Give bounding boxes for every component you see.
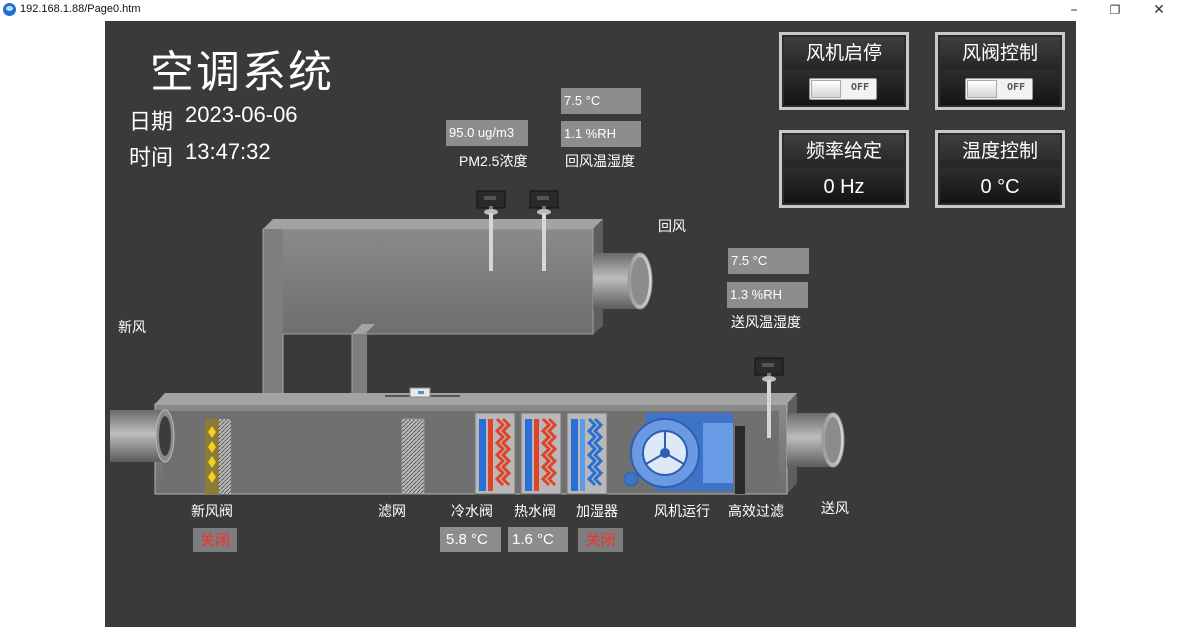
cold-water-coil bbox=[474, 412, 516, 495]
return-air-sensors bbox=[476, 190, 559, 271]
pm25-value: 95.0 ug/m3 bbox=[446, 120, 528, 146]
frequency-value[interactable]: 0 Hz bbox=[784, 169, 904, 203]
time-label: 时间 bbox=[129, 145, 174, 170]
temperature-label: 温度控制 bbox=[940, 135, 1060, 167]
hepa-filter-label: 高效过滤 bbox=[728, 503, 784, 519]
fresh-air-riser bbox=[262, 229, 284, 404]
return-air-temp: 7.5 °C bbox=[561, 88, 641, 114]
fan-switch-label: 风机启停 bbox=[784, 37, 904, 69]
frequency-label: 频率给定 bbox=[784, 135, 904, 167]
return-air-text: 回风 bbox=[658, 218, 686, 234]
filter-screen bbox=[401, 418, 425, 495]
return-air-riser bbox=[351, 324, 375, 404]
return-air-label: 回风温湿度 bbox=[565, 153, 635, 169]
date-value: 2023-06-06 bbox=[185, 102, 298, 127]
minimize-icon[interactable]: – bbox=[1070, 2, 1078, 18]
fresh-damper-status: 关闭 bbox=[193, 528, 237, 552]
humidifier-label: 加湿器 bbox=[576, 503, 618, 519]
time-value: 13:47:32 bbox=[185, 139, 271, 164]
hot-valve-label: 热水阀 bbox=[514, 503, 556, 519]
fan-running-label: 风机运行 bbox=[654, 503, 710, 519]
browser-globe-icon bbox=[3, 3, 16, 16]
hvac-panel: 空调系统 日期 2023-06-06 时间 13:47:32 95.0 ug/m… bbox=[105, 21, 1076, 627]
ahu-diagram bbox=[110, 190, 845, 495]
frequency-panel[interactable]: 频率给定 0 Hz bbox=[779, 130, 909, 208]
supply-air-pipe bbox=[787, 412, 845, 468]
fresh-air-inlet-pipe bbox=[110, 409, 175, 463]
pm25-label: PM2.5浓度 bbox=[459, 153, 528, 169]
damper-switch-label: 风阀控制 bbox=[940, 37, 1060, 69]
restore-icon[interactable]: ❐ bbox=[1109, 3, 1121, 17]
fan-switch-state: OFF bbox=[850, 82, 869, 93]
fan-switch-panel: 风机启停 OFF bbox=[779, 32, 909, 110]
supply-air-label: 送风温湿度 bbox=[731, 314, 801, 330]
temperature-panel[interactable]: 温度控制 0 °C bbox=[935, 130, 1065, 208]
duct-damper-actuator bbox=[385, 387, 460, 398]
fresh-air-damper bbox=[205, 419, 231, 494]
browser-title-bar: 192.168.1.88/Page0.htm – ❐ ✕ bbox=[0, 0, 1181, 21]
supply-air-sensor bbox=[754, 357, 784, 438]
close-icon[interactable]: ✕ bbox=[1153, 2, 1165, 18]
return-air-duct bbox=[262, 219, 603, 335]
page-url: 192.168.1.88/Page0.htm bbox=[20, 3, 141, 15]
date-label: 日期 bbox=[129, 109, 174, 134]
supply-fan bbox=[623, 413, 733, 491]
page-title: 空调系统 bbox=[150, 47, 334, 98]
return-air-humidity: 1.1 %RH bbox=[561, 121, 641, 147]
damper-switch-panel: 风阀控制 OFF bbox=[935, 32, 1065, 110]
humidifier-status: 关闭 bbox=[578, 528, 623, 552]
cold-valve-value: 5.8 °C bbox=[440, 527, 501, 552]
hepa-filter bbox=[735, 426, 745, 494]
cold-valve-label: 冷水阀 bbox=[451, 503, 493, 519]
damper-switch-state: OFF bbox=[1006, 82, 1025, 93]
fan-switch-toggle[interactable]: OFF bbox=[809, 78, 877, 100]
damper-switch-toggle[interactable]: OFF bbox=[965, 78, 1033, 100]
fresh-damper-label: 新风阀 bbox=[191, 503, 233, 519]
filter-label: 滤网 bbox=[378, 503, 406, 519]
fresh-air-text: 新风 bbox=[118, 319, 146, 335]
supply-air-text: 送风 bbox=[821, 500, 849, 516]
supply-air-humidity: 1.3 %RH bbox=[727, 282, 808, 308]
hot-water-coil bbox=[520, 412, 562, 495]
humidifier-unit bbox=[566, 412, 608, 495]
return-air-pipe bbox=[593, 252, 653, 310]
temperature-value[interactable]: 0 °C bbox=[940, 169, 1060, 203]
hot-valve-value: 1.6 °C bbox=[508, 527, 568, 552]
supply-air-temp: 7.5 °C bbox=[728, 248, 809, 274]
